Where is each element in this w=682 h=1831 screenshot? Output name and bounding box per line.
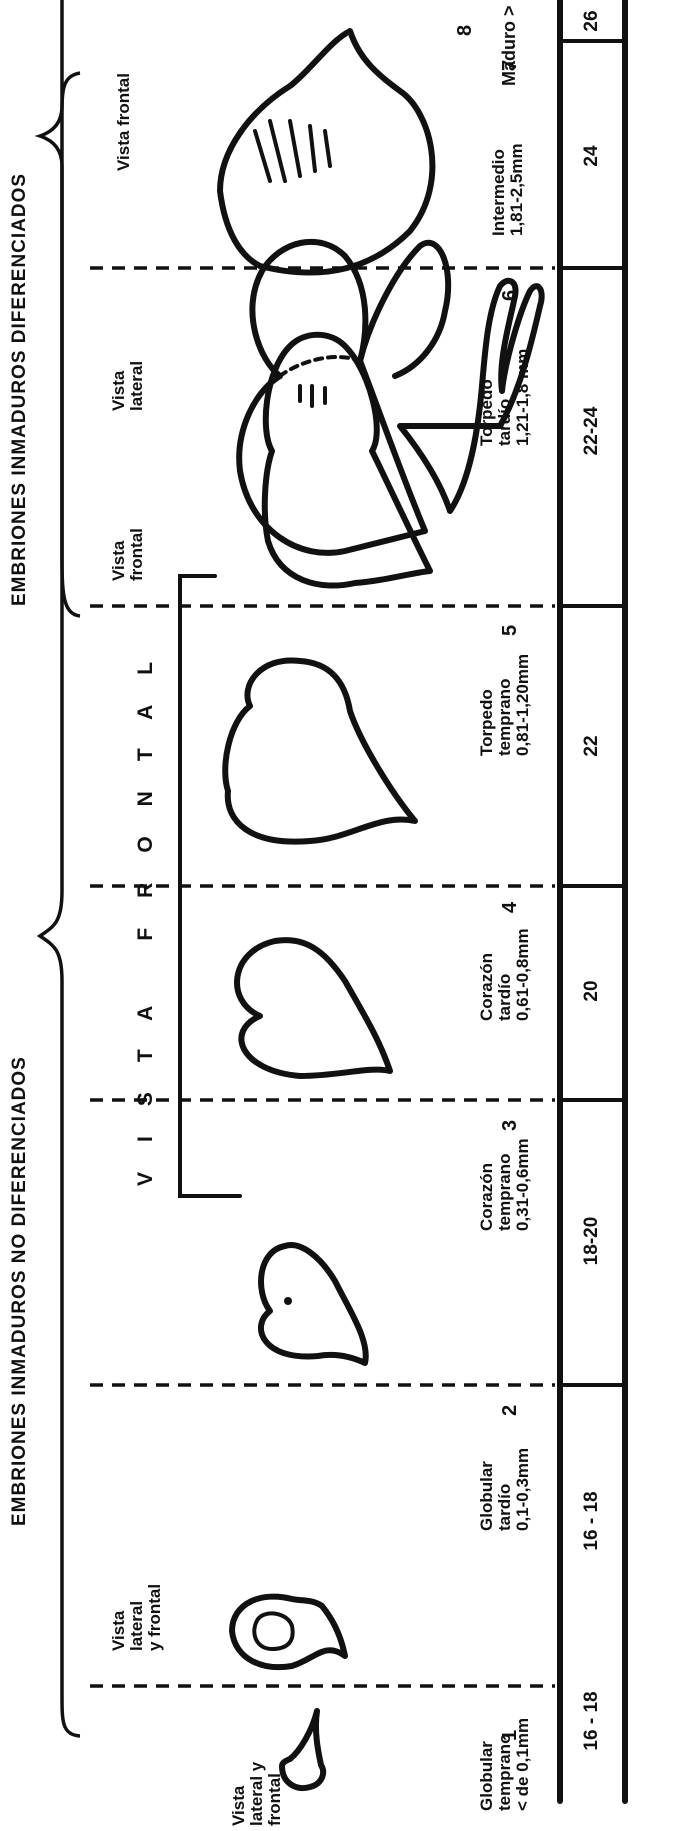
stage-number-2: 2 xyxy=(500,1405,521,1416)
stage-name-8: Maduro > 2,5mm xyxy=(500,0,519,86)
days-stage-3: 18-20 xyxy=(582,1156,602,1326)
embryo-stage-7-overlap xyxy=(280,357,360,376)
embryo-stage-8-lines xyxy=(255,121,330,181)
embryo-stage-2 xyxy=(232,1597,345,1668)
stage-number-5: 5 xyxy=(500,625,521,636)
days-stage-6: 22-24 xyxy=(582,331,602,531)
stage-number-8: 8 xyxy=(455,25,476,36)
header-undifferentiated: EMBRIONES INMADUROS NO DIFERENCIADOS xyxy=(10,1056,30,1526)
header-differentiated: EMBRIONES INMADUROS DIFERENCIADOS xyxy=(10,173,30,606)
days-stage-7: 24 xyxy=(582,71,602,241)
days-stage-2: 16 - 18 xyxy=(582,1441,602,1601)
embryo-stage-3-dot xyxy=(284,1297,292,1305)
embryo-stage-4 xyxy=(237,940,390,1076)
brace-differentiated xyxy=(40,0,80,616)
stage-number-4: 4 xyxy=(500,902,521,913)
days-stage-4: 20 xyxy=(582,911,602,1071)
stage-number-6: 6 xyxy=(500,290,521,301)
stage-number-3: 3 xyxy=(500,1120,521,1131)
embryo-stage-1 xyxy=(282,1711,323,1788)
days-stage-1: 16 - 18 xyxy=(582,1641,602,1801)
embryo-stage-2-inner xyxy=(254,1613,292,1649)
embryo-stage-6-frontal-lines xyxy=(300,386,325,406)
embryo-stage-7-cotyledon xyxy=(360,243,448,376)
view-label-stage-8: Vista frontal xyxy=(115,73,133,171)
embryo-stage-5 xyxy=(225,660,415,841)
brace-undifferentiated xyxy=(40,73,80,1736)
embryo-stage-3 xyxy=(261,1245,366,1363)
vista-frontal-banner: VISTA FRONTAL xyxy=(135,632,157,1186)
days-stage-5: 22 xyxy=(582,661,602,831)
days-stage-8: 26 xyxy=(582,1,602,41)
